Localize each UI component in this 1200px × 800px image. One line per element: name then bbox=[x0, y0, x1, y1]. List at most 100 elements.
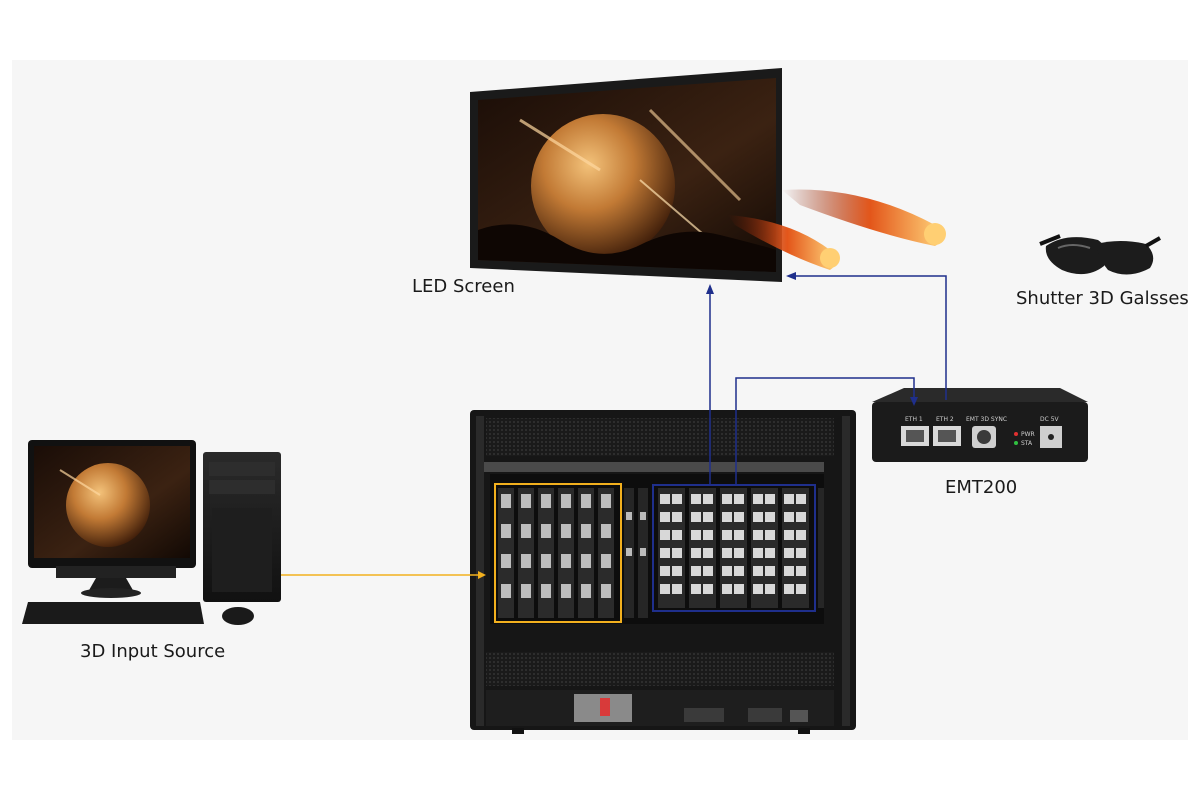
keyboard bbox=[22, 602, 204, 624]
rj45-port bbox=[734, 512, 744, 522]
eth2-label: ETH 2 bbox=[936, 416, 954, 423]
bottom-vent bbox=[486, 652, 834, 686]
rj45-port bbox=[734, 548, 744, 558]
emt200-device: ETH 1 ETH 2 EMT 3D SYNC DC 5V PWR STA bbox=[872, 388, 1088, 462]
computer-input-source bbox=[22, 440, 281, 625]
input-port bbox=[501, 584, 511, 598]
rj45-port bbox=[784, 494, 794, 504]
card-slots bbox=[498, 488, 824, 618]
rj45-port bbox=[691, 548, 701, 558]
rj45-port bbox=[691, 566, 701, 576]
rj45-port bbox=[672, 584, 682, 594]
rj45-port bbox=[703, 566, 713, 576]
rj45-port bbox=[703, 548, 713, 558]
rj45-port bbox=[722, 530, 732, 540]
side-card bbox=[818, 488, 824, 608]
rj45-port bbox=[660, 494, 670, 504]
rj45-port bbox=[691, 494, 701, 504]
input-port bbox=[501, 494, 511, 508]
rj45-port bbox=[734, 530, 744, 540]
rj45-port bbox=[753, 494, 763, 504]
input-port bbox=[601, 524, 611, 538]
pwr-led bbox=[1014, 432, 1018, 436]
rj45-port bbox=[722, 584, 732, 594]
fireball-effects bbox=[728, 189, 946, 270]
input-port bbox=[581, 524, 591, 538]
input-port bbox=[541, 494, 551, 508]
pwr-label: PWR bbox=[1021, 431, 1035, 438]
sync-label: EMT 3D SYNC bbox=[966, 416, 1007, 423]
rj45-port bbox=[691, 512, 701, 522]
input-port bbox=[601, 494, 611, 508]
rj45-port bbox=[784, 512, 794, 522]
rj45-port bbox=[672, 494, 682, 504]
rj45-port bbox=[660, 548, 670, 558]
rj45-port bbox=[672, 566, 682, 576]
input-port bbox=[541, 554, 551, 568]
rj45-port bbox=[703, 512, 713, 522]
rj45-port bbox=[672, 548, 682, 558]
landscape-silhouette bbox=[478, 224, 776, 272]
rj45-port bbox=[784, 530, 794, 540]
rj45-port bbox=[691, 530, 701, 540]
processor-to-emt200-link bbox=[735, 377, 915, 485]
led-screen-label: LED Screen bbox=[412, 276, 515, 297]
emt200-to-screen-link bbox=[792, 275, 947, 400]
input-port bbox=[581, 584, 591, 598]
input-port bbox=[501, 554, 511, 568]
interface-port bbox=[626, 548, 632, 556]
rj45-port bbox=[660, 530, 670, 540]
rj45-port bbox=[784, 548, 794, 558]
rj45-port bbox=[734, 494, 744, 504]
input-port bbox=[521, 554, 531, 568]
mouse bbox=[222, 607, 254, 625]
shutter-glasses bbox=[1039, 234, 1161, 275]
rj45-port bbox=[703, 530, 713, 540]
rj45-port bbox=[765, 584, 775, 594]
sta-led bbox=[1014, 441, 1018, 445]
video-processor-chassis bbox=[470, 410, 856, 734]
input-port bbox=[561, 524, 571, 538]
rj45-port bbox=[703, 494, 713, 504]
rj45-port bbox=[672, 530, 682, 540]
input-port bbox=[581, 494, 591, 508]
rj45-port bbox=[672, 512, 682, 522]
input-cards-highlight bbox=[494, 483, 622, 623]
input-port bbox=[521, 494, 531, 508]
eth1-label: ETH 1 bbox=[905, 416, 923, 423]
rj45-port bbox=[722, 494, 732, 504]
led-screen bbox=[470, 68, 782, 282]
rj45-port bbox=[796, 512, 806, 522]
input-source-label: 3D Input Source bbox=[80, 641, 226, 662]
input-port bbox=[601, 584, 611, 598]
rj45-port bbox=[753, 530, 763, 540]
rj45-port bbox=[796, 584, 806, 594]
rj45-port bbox=[703, 584, 713, 594]
emt200-label: EMT200 bbox=[945, 477, 1018, 498]
rj45-port bbox=[796, 548, 806, 558]
interface-port bbox=[640, 548, 646, 556]
dc-label: DC 5V bbox=[1040, 416, 1060, 423]
rj45-port bbox=[765, 548, 775, 558]
input-port bbox=[541, 524, 551, 538]
input-port bbox=[561, 494, 571, 508]
input-port bbox=[601, 554, 611, 568]
rj45-port bbox=[796, 566, 806, 576]
rj45-port bbox=[765, 512, 775, 522]
rj45-port bbox=[722, 566, 732, 576]
rj45-port bbox=[734, 584, 744, 594]
rj45-port bbox=[722, 512, 732, 522]
rj45-port bbox=[660, 512, 670, 522]
sta-label: STA bbox=[1021, 440, 1033, 447]
rj45-port bbox=[660, 566, 670, 576]
input-port bbox=[541, 584, 551, 598]
rj45-port bbox=[796, 530, 806, 540]
rj45-port bbox=[722, 548, 732, 558]
rj45-port bbox=[734, 566, 744, 576]
rj45-port bbox=[691, 584, 701, 594]
input-port bbox=[581, 554, 591, 568]
rj45-port bbox=[765, 566, 775, 576]
top-vent bbox=[486, 418, 834, 456]
input-port bbox=[521, 584, 531, 598]
